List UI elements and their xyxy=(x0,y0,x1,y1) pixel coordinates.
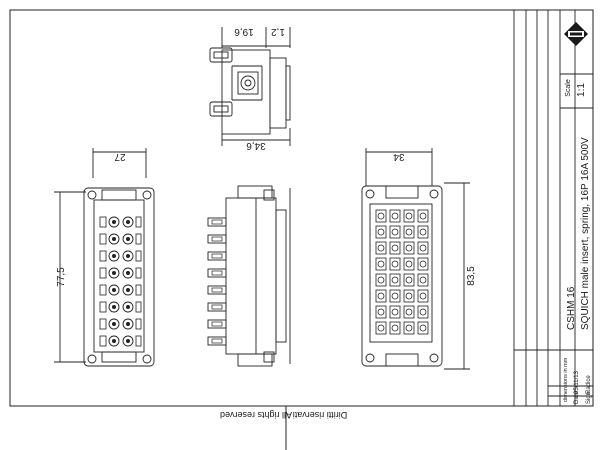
contact-spring xyxy=(99,267,142,279)
contact-socket xyxy=(122,250,134,262)
side-pin xyxy=(207,285,227,295)
scale-value: 1:1 xyxy=(576,83,587,97)
contact-socket xyxy=(108,250,120,262)
date-value: 05/11/13 xyxy=(574,370,580,394)
wiring-contact xyxy=(375,305,387,319)
side-pin xyxy=(207,217,227,227)
dim-left-width: 27 xyxy=(114,151,126,162)
wiring-contact xyxy=(375,241,387,255)
contact-socket xyxy=(122,233,134,245)
wiring-contact xyxy=(417,305,429,319)
side-pin xyxy=(207,268,227,278)
contact-spring xyxy=(99,250,142,262)
wiring-contact xyxy=(403,273,415,287)
wiring-contact xyxy=(417,321,429,335)
wiring-contact xyxy=(389,321,401,335)
wiring-contact xyxy=(403,225,415,239)
contact-spring xyxy=(99,335,142,347)
side-pin xyxy=(207,336,227,346)
side-pin xyxy=(207,251,227,261)
dim-right-height: 83,5 xyxy=(466,266,477,286)
wiring-contact xyxy=(403,257,415,271)
wiring-contact xyxy=(389,241,401,255)
top-view xyxy=(209,27,291,146)
side-pin xyxy=(207,319,227,329)
contact-spring xyxy=(99,284,142,296)
dim-top-width: 19,6 xyxy=(234,26,254,37)
left-contacts xyxy=(99,216,142,347)
contact-spring xyxy=(99,301,142,313)
contact-socket xyxy=(122,335,134,347)
contact-socket xyxy=(122,301,134,313)
side-pin xyxy=(207,234,227,244)
wiring-contact xyxy=(375,209,387,223)
company-logo xyxy=(564,22,588,46)
contact-socket xyxy=(108,284,120,296)
contact-spring xyxy=(99,233,142,245)
dimensions-note: dimensions in mm xyxy=(563,357,569,402)
scale-label: Scale xyxy=(565,79,572,97)
wiring-contact xyxy=(375,225,387,239)
wiring-contact xyxy=(417,209,429,223)
right-view xyxy=(361,148,470,370)
wiring-contact xyxy=(389,273,401,287)
wiring-contact xyxy=(403,209,415,223)
drawing-frame xyxy=(9,9,594,407)
wiring-contact xyxy=(403,305,415,319)
contact-spring xyxy=(99,216,142,228)
side-pin xyxy=(207,302,227,312)
contact-socket xyxy=(108,335,120,347)
rights-it: Diritti riservati xyxy=(293,410,348,420)
title-block xyxy=(513,10,593,406)
wiring-contact xyxy=(389,289,401,303)
right-contacts xyxy=(375,209,429,335)
contact-socket xyxy=(122,284,134,296)
wiring-contact xyxy=(389,225,401,239)
rights-en: All rights reserved xyxy=(220,410,292,420)
left-view xyxy=(54,148,155,367)
contact-socket xyxy=(122,318,134,330)
contact-spring xyxy=(99,318,142,330)
product-code: CSHM 16 xyxy=(566,286,577,330)
wiring-contact xyxy=(389,305,401,319)
dim-top-small: 1,2 xyxy=(271,26,285,37)
wiring-contact xyxy=(389,257,401,271)
wiring-contact xyxy=(403,289,415,303)
wiring-contact xyxy=(389,209,401,223)
contact-socket xyxy=(108,216,120,228)
wiring-contact xyxy=(417,289,429,303)
contact-socket xyxy=(108,318,120,330)
wiring-contact xyxy=(375,321,387,335)
wiring-contact xyxy=(417,225,429,239)
wiring-contact xyxy=(417,241,429,255)
wiring-contact xyxy=(375,289,387,303)
wiring-contact xyxy=(375,257,387,271)
product-description: SQUICH male insert, spring, 16P 16A 500V xyxy=(580,137,591,330)
wiring-contact xyxy=(417,257,429,271)
wiring-contact xyxy=(375,273,387,287)
wiring-contact xyxy=(403,241,415,255)
dim-left-height: 77,5 xyxy=(56,267,67,287)
dim-top-overall: 34,6 xyxy=(246,140,266,151)
sign-value: Radice xyxy=(586,375,592,394)
footer-rights: All rights reserved Diritti riservati xyxy=(220,406,347,450)
contact-socket xyxy=(108,301,120,313)
wiring-contact xyxy=(417,273,429,287)
contact-socket xyxy=(122,216,134,228)
contact-socket xyxy=(122,267,134,279)
date-label: Date xyxy=(574,391,580,404)
side-pins xyxy=(207,217,227,346)
sign-label: Sign. xyxy=(586,390,592,404)
dim-right-width: 34 xyxy=(393,151,405,162)
contact-socket xyxy=(108,267,120,279)
contact-socket xyxy=(108,233,120,245)
wiring-contact xyxy=(403,321,415,335)
